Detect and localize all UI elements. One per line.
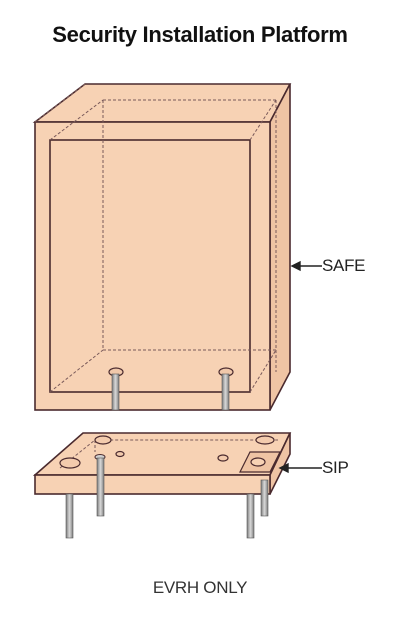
sip-anchor-bolt-1 bbox=[65, 493, 74, 539]
sip-drawing bbox=[32, 432, 292, 539]
footer-note: EVRH ONLY bbox=[152, 578, 248, 597]
safe-bolt-left bbox=[108, 367, 124, 411]
sip-front-face bbox=[34, 474, 271, 495]
safe-top-face bbox=[32, 83, 292, 123]
safe-drawing bbox=[32, 83, 292, 411]
safe-hidden-edges bbox=[34, 83, 277, 393]
safe-side-face bbox=[269, 83, 291, 411]
safe-label: SAFE bbox=[322, 256, 366, 275]
safe-arrow bbox=[290, 260, 322, 272]
sip-label: SIP bbox=[322, 458, 349, 477]
sip-slot bbox=[239, 451, 281, 473]
sip-holes bbox=[59, 435, 275, 469]
sip-hidden-edges bbox=[59, 439, 278, 469]
sip-anchor-bolt-3 bbox=[246, 493, 255, 539]
sip-arrow bbox=[278, 462, 322, 474]
diagram-title: Security Installation Platform bbox=[52, 22, 348, 47]
safe-opening bbox=[49, 139, 251, 393]
safe-bolt-right bbox=[218, 367, 234, 411]
sip-anchor-bolt-2 bbox=[94, 454, 106, 517]
sip-anchor-bolt-4 bbox=[260, 479, 269, 517]
